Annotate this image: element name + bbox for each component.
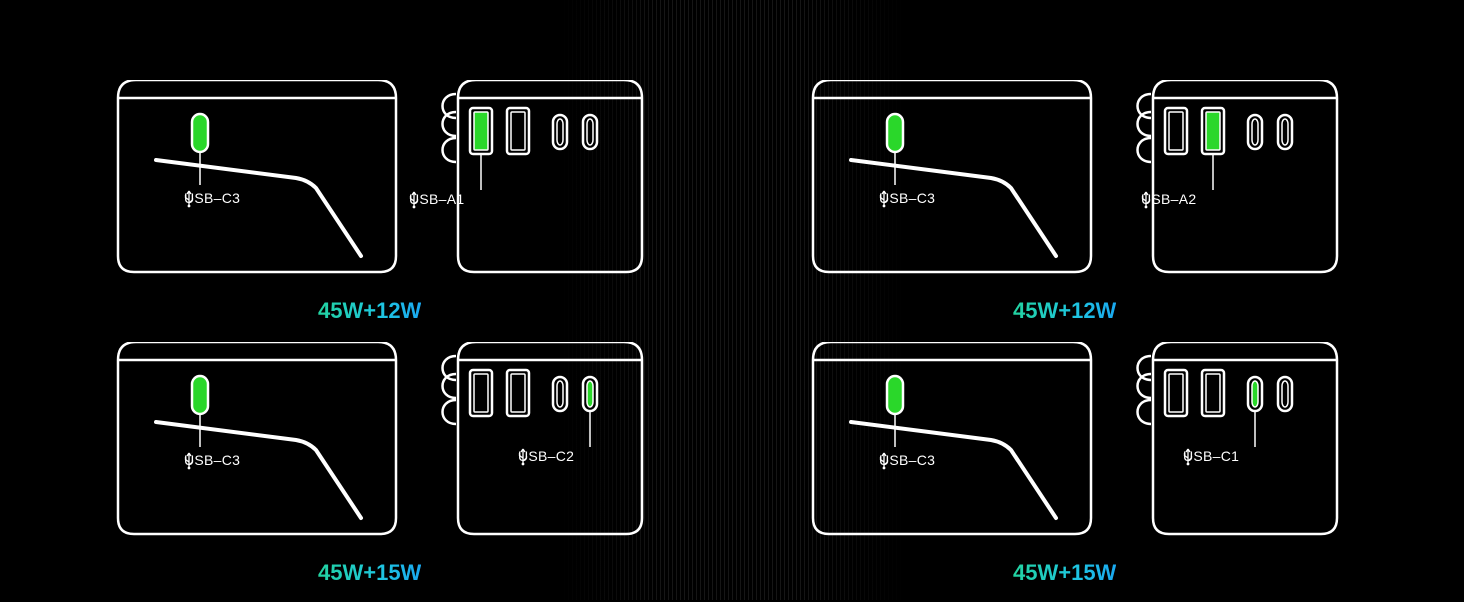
port-a1-inner — [473, 373, 489, 413]
left-port-label: USB–C3 — [879, 452, 936, 470]
right-port-label: USB–A1 — [409, 191, 465, 209]
right-port-label: USB–C1 — [1183, 448, 1240, 466]
port-a2 — [505, 368, 531, 418]
wattage-label: 45W+15W — [318, 560, 422, 585]
port-c2 — [1276, 375, 1294, 413]
port-a2-inner — [510, 111, 526, 151]
charging-combo-3: USB–C3 USB–A2 45W+12W — [801, 80, 1361, 340]
charging-combo-2: USB–C3 USB–C2 45W+15W — [106, 342, 666, 602]
port-a1-inner — [1168, 111, 1184, 151]
left-port-text: USB–C3 — [879, 452, 936, 468]
port-a2 — [1200, 106, 1226, 156]
left-port-label: USB–C3 — [879, 190, 936, 208]
port-c1-inner — [556, 380, 564, 408]
port-a2 — [505, 106, 531, 156]
port-c2-inner — [586, 118, 594, 146]
usb-icon — [518, 448, 528, 466]
port-a2-inner — [510, 373, 526, 413]
usb-c3-port — [190, 374, 210, 416]
port-a1-inner — [473, 111, 489, 151]
charger-diagram — [116, 80, 644, 274]
charging-combo-4: USB–C3 USB–C1 45W+15W — [801, 342, 1361, 602]
usb-icon — [879, 452, 889, 470]
usb-icon — [184, 452, 194, 470]
background-stripes — [560, 0, 904, 600]
port-c2 — [581, 375, 599, 413]
usb-c3-port — [885, 112, 905, 154]
wattage-label: 45W+12W — [318, 298, 422, 323]
usb-icon — [879, 190, 889, 208]
usb-c3-port — [190, 112, 210, 154]
usb-icon — [184, 190, 194, 208]
usb-c3-port — [885, 374, 905, 416]
port-c1-inner — [1251, 380, 1259, 408]
port-c1-inner — [1251, 118, 1259, 146]
right-port-text: USB–A1 — [409, 191, 465, 207]
port-c2-inner — [586, 380, 594, 408]
port-a1 — [468, 368, 494, 418]
port-a1 — [1163, 106, 1189, 156]
front-ports — [468, 368, 599, 418]
port-c2 — [581, 113, 599, 151]
right-port-text: USB–C1 — [1183, 448, 1240, 464]
front-ports — [1163, 368, 1294, 418]
usb-icon — [1183, 448, 1193, 466]
port-a2-inner — [1205, 111, 1221, 151]
left-port-label: USB–C3 — [184, 452, 241, 470]
usb-icon — [1141, 191, 1151, 209]
port-c1 — [1246, 375, 1264, 413]
charging-combo-1: USB–C3 USB–A1 45W+12W — [106, 80, 666, 340]
charger-diagram — [811, 342, 1339, 536]
right-port-label: USB–A2 — [1141, 191, 1197, 209]
port-a1 — [1163, 368, 1189, 418]
port-a1 — [468, 106, 494, 156]
wattage-label: 45W+12W — [1013, 298, 1117, 323]
wattage-label: 45W+15W — [1013, 560, 1117, 585]
port-a1-inner — [1168, 373, 1184, 413]
port-c1 — [551, 375, 569, 413]
charger-side-view — [811, 80, 1093, 274]
right-port-text: USB–C2 — [518, 448, 575, 464]
port-c1 — [551, 113, 569, 151]
usb-icon — [409, 191, 419, 209]
port-c2-inner — [1281, 118, 1289, 146]
charger-front-view — [1136, 80, 1339, 274]
charger-side-view — [116, 80, 398, 274]
charger-diagram — [116, 342, 644, 536]
charger-side-view — [116, 342, 398, 536]
right-port-text: USB–A2 — [1141, 191, 1197, 207]
front-ports — [468, 106, 599, 156]
charger-front-view — [441, 342, 644, 536]
left-port-text: USB–C3 — [879, 190, 936, 206]
charger-diagram — [811, 80, 1339, 274]
port-c2 — [1276, 113, 1294, 151]
left-port-text: USB–C3 — [184, 452, 241, 468]
left-port-label: USB–C3 — [184, 190, 241, 208]
charger-side-view — [811, 342, 1093, 536]
port-c1 — [1246, 113, 1264, 151]
port-c2-inner — [1281, 380, 1289, 408]
charger-front-view — [1136, 342, 1339, 536]
right-port-label: USB–C2 — [518, 448, 575, 466]
port-a2-inner — [1205, 373, 1221, 413]
port-c1-inner — [556, 118, 564, 146]
charger-front-view — [441, 80, 644, 274]
left-port-text: USB–C3 — [184, 190, 241, 206]
front-ports — [1163, 106, 1294, 156]
port-a2 — [1200, 368, 1226, 418]
